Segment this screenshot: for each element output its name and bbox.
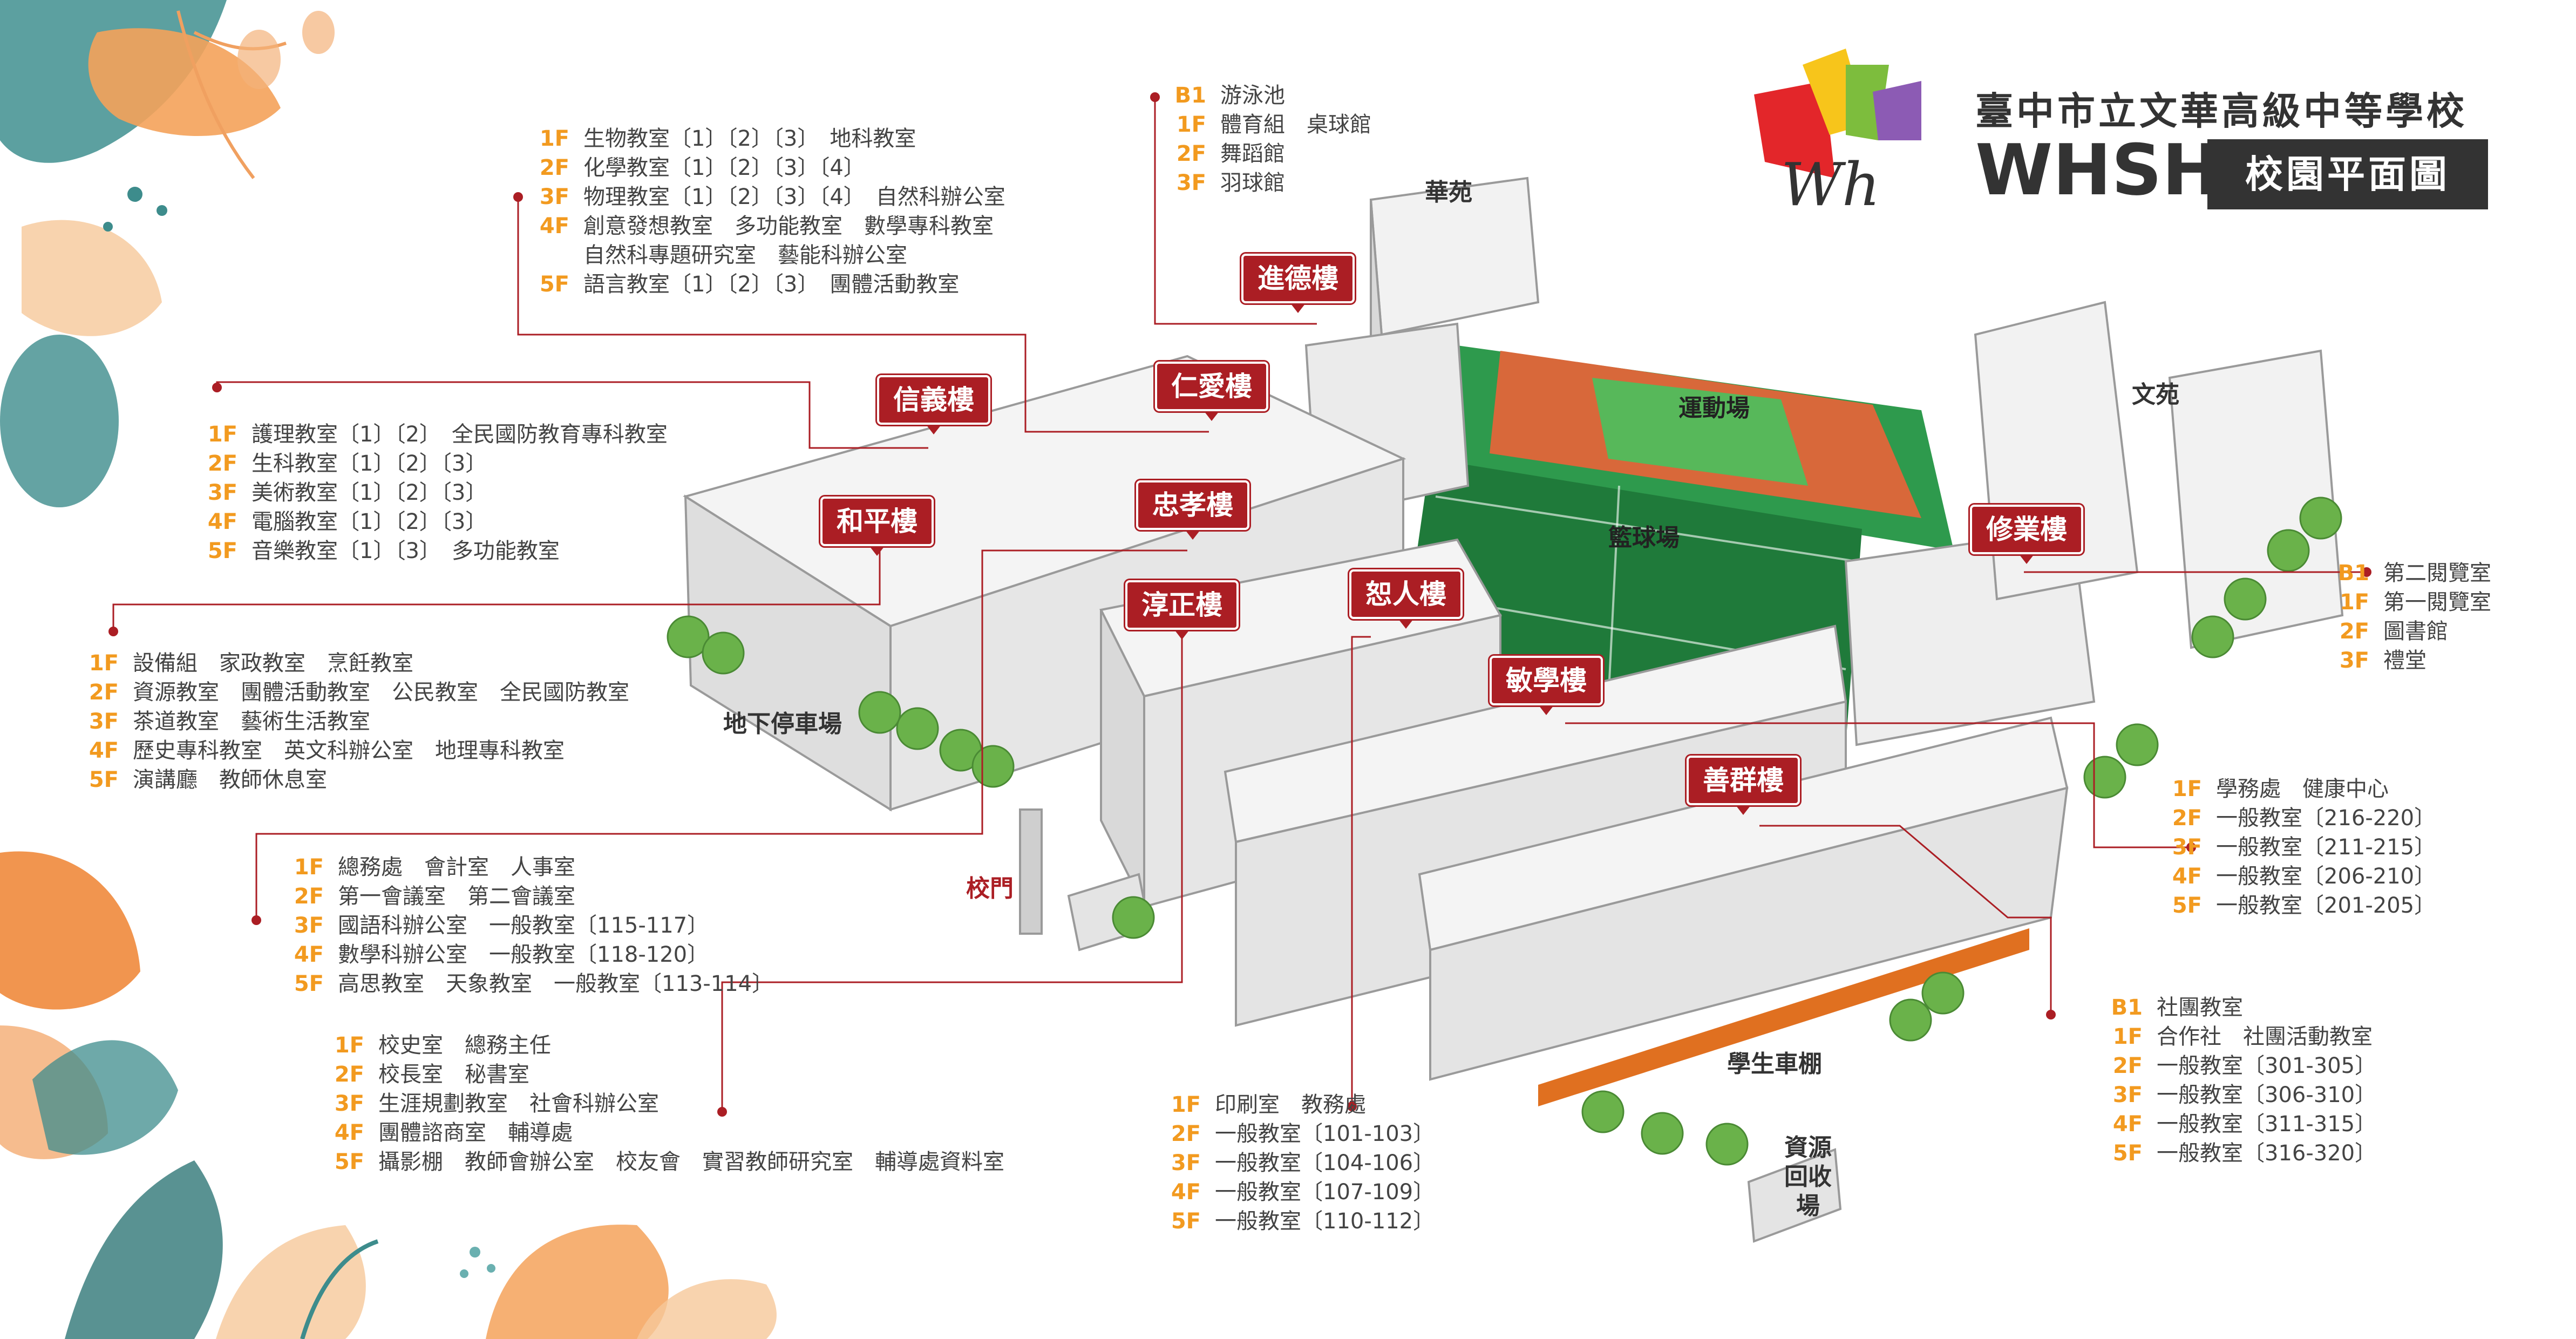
tag-xinyi[interactable]: 信義樓 — [877, 375, 990, 434]
tag-xiuye[interactable]: 修業樓 — [1970, 505, 2083, 564]
label-huayuan: 華苑 — [1425, 179, 1472, 206]
label-gate: 校門 — [966, 875, 1014, 902]
map-title: 校園平面圖 — [2207, 139, 2488, 209]
leader-dots — [108, 92, 2371, 1117]
tag-zhongxiao[interactable]: 忠孝樓 — [1136, 480, 1249, 540]
label-parking: 地下停車場 — [723, 710, 842, 738]
tag-minxue[interactable]: 敏學樓 — [1490, 656, 1603, 715]
label-field: 運動場 — [1678, 395, 1750, 422]
decor-left-foliage — [0, 0, 777, 1339]
label-recycle: 資源回收場 — [1784, 1134, 1832, 1220]
label-wenyuan: 文苑 — [2132, 381, 2179, 409]
building-blocks — [683, 176, 2344, 1243]
label-bikeshed: 學生車棚 — [1727, 1050, 1822, 1078]
tag-jinde[interactable]: 進德樓 — [1241, 254, 1355, 313]
school-logo: Wh — [1754, 49, 1921, 219]
tag-heping[interactable]: 和平樓 — [820, 497, 934, 556]
school-abbreviation: WHSH — [1975, 129, 2221, 211]
tag-chunzheng[interactable]: 淳正樓 — [1125, 580, 1239, 640]
school-name: 臺中市立文華高級中等學校 — [1975, 89, 2468, 133]
tag-renai[interactable]: 仁愛樓 — [1155, 362, 1268, 421]
logo-text: Wh — [1781, 150, 1880, 219]
tag-shanqun[interactable]: 善群樓 — [1687, 756, 1800, 815]
tag-shuren[interactable]: 恕人樓 — [1349, 569, 1463, 629]
label-court: 籃球場 — [1608, 524, 1680, 552]
